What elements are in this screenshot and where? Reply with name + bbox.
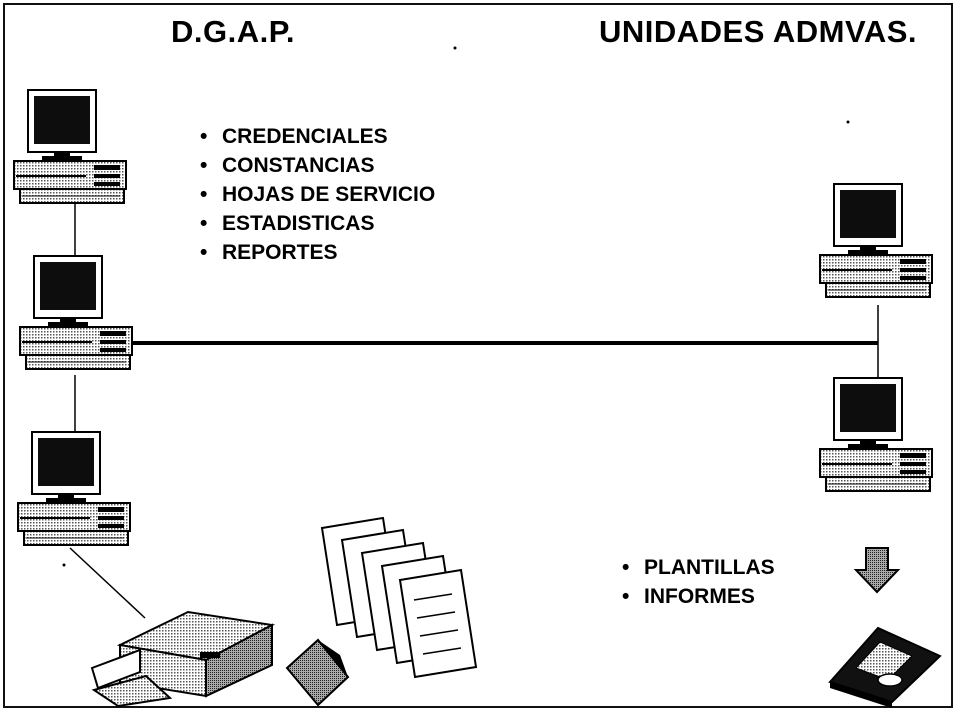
slide-border: [3, 3, 953, 708]
document-stack-icon: [320, 516, 478, 679]
computer-icon: [13, 89, 127, 204]
title-dgap: D.G.A.P.: [171, 14, 296, 49]
printer-icon: [90, 610, 276, 708]
floppy-disk-icon: [828, 626, 942, 708]
arrow-icon: [853, 547, 901, 594]
list-item: CONSTANCIAS: [200, 151, 435, 180]
list-item: ESTADISTICAS: [200, 209, 435, 238]
computer-icon: [19, 255, 133, 370]
list-item: PLANTILLAS: [622, 553, 775, 582]
list-item: CREDENCIALES: [200, 122, 435, 151]
printer-cable-line: [69, 547, 146, 619]
stray-dot: [846, 120, 850, 124]
stray-dot: [62, 563, 66, 567]
arrow-icon: [285, 638, 350, 707]
computer-icon: [819, 377, 933, 492]
computer-icon: [17, 431, 131, 546]
list-item: INFORMES: [622, 582, 775, 611]
list-item: REPORTES: [200, 238, 435, 267]
computer-icon: [819, 183, 933, 298]
reports-list: PLANTILLAS INFORMES: [622, 553, 775, 611]
stray-dot: [453, 46, 457, 50]
title-unidades-admvas: UNIDADES ADMVAS.: [599, 14, 918, 49]
documents-list: CREDENCIALES CONSTANCIAS HOJAS DE SERVIC…: [200, 122, 435, 267]
list-item: HOJAS DE SERVICIO: [200, 180, 435, 209]
